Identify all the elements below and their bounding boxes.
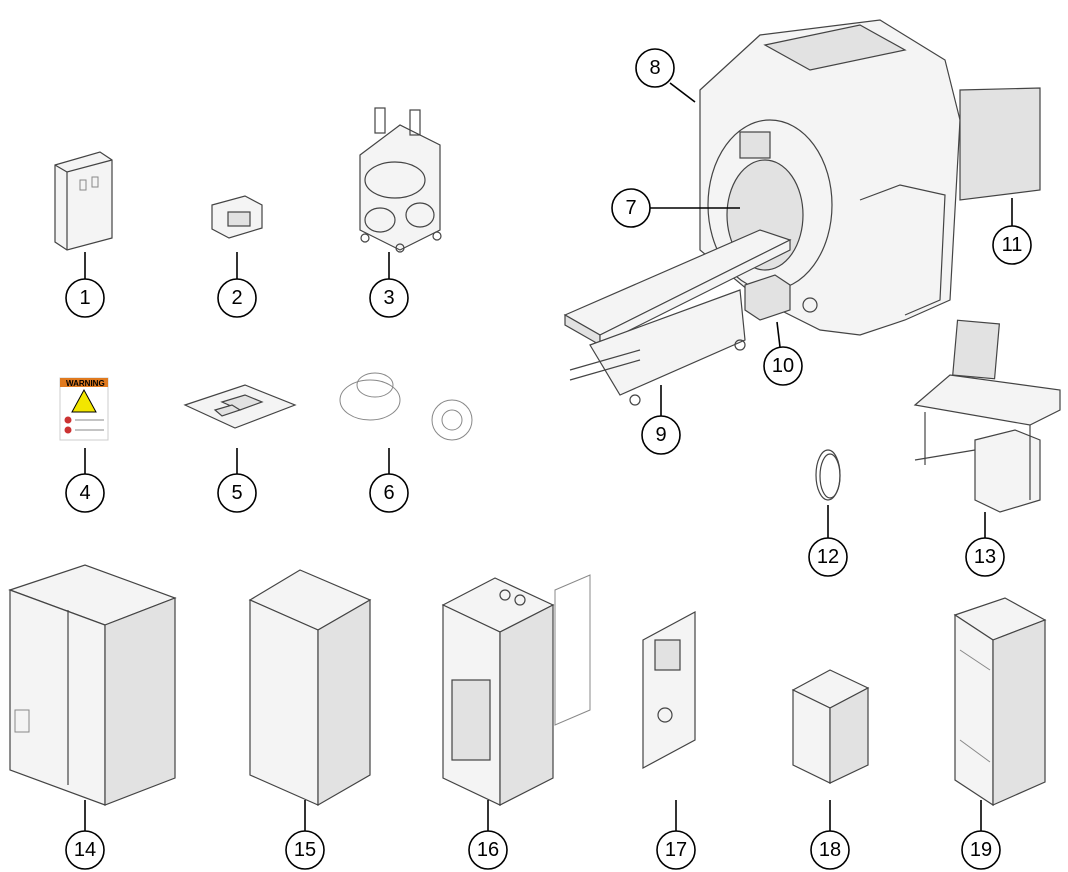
svg-text:14: 14 — [74, 839, 96, 861]
item-15-cabinet — [248, 569, 372, 807]
item-16-power-cabinet — [441, 574, 591, 806]
svg-text:11: 11 — [1002, 234, 1023, 256]
callout-19: 19 — [961, 830, 1001, 870]
item-19-equipment-rack — [953, 597, 1047, 807]
item-18-small-cabinet — [791, 669, 870, 784]
callout-8: 8 — [635, 48, 675, 88]
svg-text:15: 15 — [294, 839, 316, 861]
svg-text:10: 10 — [772, 355, 794, 377]
callout-10: 10 — [763, 346, 803, 386]
item-4-warning-label: WARNING — [59, 377, 109, 441]
item-2-small-module — [211, 195, 263, 239]
callout-7: 7 — [611, 188, 651, 228]
svg-text:13: 13 — [974, 546, 996, 568]
svg-text:2: 2 — [231, 287, 242, 309]
svg-text:18: 18 — [819, 839, 841, 861]
item-12-cable — [815, 449, 841, 501]
svg-text:6: 6 — [383, 482, 394, 504]
item-17-wall-panel — [642, 610, 696, 770]
svg-text:19: 19 — [970, 839, 992, 861]
item-3-cart — [359, 107, 442, 253]
svg-text:1: 1 — [79, 287, 90, 309]
svg-text:17: 17 — [665, 839, 687, 861]
callout-2: 2 — [217, 278, 257, 318]
svg-text:7: 7 — [625, 197, 636, 219]
svg-text:8: 8 — [649, 57, 660, 79]
svg-text:12: 12 — [817, 546, 839, 568]
callout-17: 17 — [656, 830, 696, 870]
warning-heading: WARNING — [66, 379, 105, 388]
callout-18: 18 — [810, 830, 850, 870]
item-13-operator-console — [913, 319, 1061, 513]
callout-9: 9 — [641, 415, 681, 455]
item-9-patient-table — [563, 229, 792, 406]
svg-text:9: 9 — [655, 424, 666, 446]
svg-text:4: 4 — [79, 482, 90, 504]
callout-16: 16 — [468, 830, 508, 870]
callout-15: 15 — [285, 830, 325, 870]
svg-text:3: 3 — [383, 287, 394, 309]
callout-1: 1 — [65, 278, 105, 318]
svg-text:16: 16 — [477, 839, 499, 861]
callout-11: 11 — [992, 225, 1032, 265]
item-10-table-module — [744, 274, 791, 321]
item-6-coil — [339, 372, 473, 441]
callout-4: 4 — [65, 473, 105, 513]
callout-12: 12 — [808, 537, 848, 577]
callout-5: 5 — [217, 473, 257, 513]
item-14-double-cabinet — [8, 564, 177, 806]
leader-lines — [84, 82, 1013, 831]
item-1-control-box — [54, 151, 113, 251]
callout-14: 14 — [65, 830, 105, 870]
item-5-board — [183, 384, 297, 429]
svg-text:5: 5 — [231, 482, 242, 504]
callout-13: 13 — [965, 537, 1005, 577]
callout-3: 3 — [369, 278, 409, 318]
callout-6: 6 — [369, 473, 409, 513]
